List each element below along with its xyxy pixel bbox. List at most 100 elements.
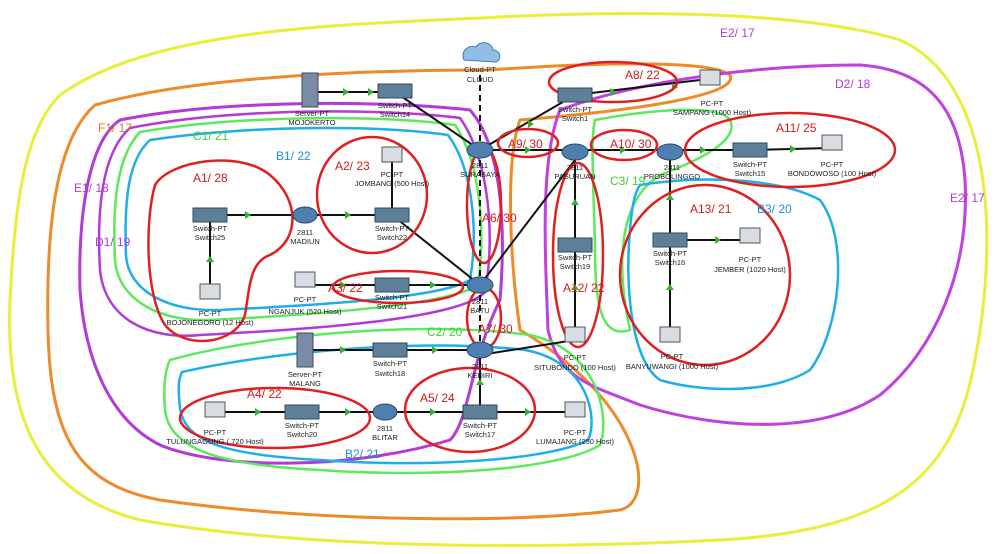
pc-nganjuk[interactable]: PC-PT NGANJUK (520 Host)	[269, 271, 342, 316]
switch-icon	[462, 404, 498, 420]
switch-icon	[652, 232, 688, 248]
zone-a1-circle	[147, 159, 294, 343]
switch-icon	[732, 142, 768, 158]
router-probolinggo[interactable]: 2811 PROBOLINGGO	[644, 143, 700, 181]
zone-a8-label: A8/ 22	[625, 68, 660, 82]
pc-tulungagung[interactable]: PC-PT TULUNGAGUNG ( 720 Host)	[166, 401, 264, 446]
switch-icon	[557, 237, 593, 253]
cloud-name-label: CLOUD	[467, 75, 494, 84]
pc-jombang-type: PC-PT	[381, 170, 404, 179]
switch19-type: Switch-PT	[558, 253, 593, 262]
pc-icon	[294, 271, 316, 288]
zone-e2-boundary	[8, 11, 989, 547]
switch15-device[interactable]: Switch-PT Switch15	[732, 142, 768, 178]
zone-a12-circle	[551, 161, 605, 349]
router-blitar-name: BLITAR	[372, 433, 398, 442]
pc-bondowoso-name: BONDOWOSO (100 Host)	[788, 169, 877, 178]
server-malang-name: MALANG	[289, 379, 321, 388]
zone-b3-boundary	[627, 178, 840, 391]
pc-icon	[204, 401, 226, 418]
pc-situbondo-name: SITUBONDO (100 Host)	[534, 363, 616, 372]
router-probolinggo-name: PROBOLINGGO	[644, 172, 700, 181]
switch1-type: Switch-PT	[558, 105, 593, 114]
switch17-name: Switch17	[465, 430, 495, 439]
router-madiun[interactable]: 2811 MADIUN	[290, 206, 320, 246]
server-icon	[296, 332, 314, 368]
zone-a9-circle	[496, 127, 560, 159]
router-pasuruan[interactable]: 2811 PASURUAN	[554, 143, 596, 181]
switch16-type: Switch-PT	[653, 249, 688, 258]
pc-icon	[199, 283, 221, 300]
switch19-device[interactable]: Switch-PT Switch19	[557, 237, 593, 271]
switch21-device[interactable]: Switch-PT Switch21	[374, 277, 410, 311]
router-probolinggo-model: 2811	[664, 163, 680, 172]
pc-banyuwangi-type: PC-PT	[661, 352, 684, 361]
pc-banyuwangi[interactable]: PC-PT BANYUWANGI (1000 Host)	[626, 326, 719, 371]
router-kediri-model: 2811	[472, 362, 488, 371]
switch15-type: Switch-PT	[733, 160, 768, 169]
pc-situbondo-type: PC-PT	[564, 353, 587, 362]
zone-b1-boundary	[124, 126, 475, 312]
zone-f1-label: F1/ 17	[98, 121, 132, 135]
pc-situbondo[interactable]: PC-PT SITUBONDO (100 Host)	[534, 326, 616, 372]
router-kediri[interactable]: 2811 KEDIRI	[466, 341, 494, 380]
router-icon	[372, 403, 398, 421]
switch22-device[interactable]: Switch-PT Switch22	[374, 207, 410, 242]
zone-e2-label-right: E2/ 17	[950, 191, 985, 205]
switch19-name: Switch19	[560, 262, 590, 271]
switch21-type: Switch-PT	[375, 293, 410, 302]
router-batu-name: BATU	[470, 306, 489, 315]
switch20-device[interactable]: Switch-PT Switch20	[284, 404, 320, 439]
pc-sampang[interactable]: PC-PT SAMPANG (1000 Host)	[673, 69, 752, 117]
router-blitar-model: 2811	[377, 424, 393, 433]
pc-jombang[interactable]: PC-PT JOMBANG (500 Host)	[355, 146, 430, 188]
zone-a10-label: A10/ 30	[610, 137, 652, 151]
zone-d2-boundary	[543, 63, 967, 426]
zone-b1-label: B1/ 22	[276, 149, 311, 163]
zone-a4-circle	[178, 386, 372, 450]
pc-icon	[699, 69, 721, 86]
switch22-name: Switch22	[377, 233, 407, 242]
switch25-device[interactable]: Switch-PT Switch25	[192, 207, 228, 242]
switch22-type: Switch-PT	[375, 224, 410, 233]
switch-icon	[377, 83, 413, 99]
pc-jember[interactable]: PC-PT JEMBER (1020 Host)	[714, 227, 786, 274]
pc-icon	[564, 326, 586, 343]
zone-c2-label: C2/ 20	[427, 325, 463, 339]
pc-bondowoso-type: PC-PT	[821, 160, 844, 169]
pc-bondowoso[interactable]: PC-PT BONDOWOSO (100 Host)	[788, 134, 877, 178]
server-mojokerto-type: Server-PT	[295, 109, 330, 118]
zone-a12-label: A12/ 22	[563, 281, 605, 295]
router-blitar[interactable]: 2811 BLITAR	[372, 403, 398, 442]
switch14-name: Switch14	[380, 110, 410, 119]
server-malang[interactable]: Server-PT MALANG	[288, 332, 323, 388]
switch18-device[interactable]: Switch-PT Switch18	[372, 342, 408, 378]
router-batu[interactable]: 2811 BATU	[466, 276, 494, 315]
pc-jember-name: JEMBER (1020 Host)	[714, 265, 786, 274]
router-batu-model: 2811	[472, 297, 488, 306]
switch17-device[interactable]: Switch-PT Switch17	[462, 404, 498, 439]
zone-c2-boundary	[162, 327, 605, 475]
router-icon	[466, 276, 494, 294]
zone-a1-label: A1/ 28	[193, 171, 228, 185]
pc-bojonegoro-type: PC-PT	[199, 309, 222, 318]
pc-jember-type: PC-PT	[739, 255, 762, 264]
pc-bojonegoro[interactable]: PC-PT BOJONEGORO (12 Host)	[167, 283, 254, 327]
switch20-type: Switch-PT	[285, 421, 320, 430]
switch14-device[interactable]: Switch-PT Switch14	[377, 83, 413, 119]
zone-a11-circle	[683, 111, 897, 189]
server-mojokerto[interactable]: Server-PT MOJOKERTO	[288, 72, 336, 127]
cloud-device[interactable]: Cloud-PT CLOUD	[462, 42, 501, 84]
pc-lumajang[interactable]: PC-PT LUMAJANG (250 Host)	[536, 401, 614, 446]
switch1-device[interactable]: Switch-PT Switch1	[557, 87, 593, 123]
router-icon	[466, 341, 494, 359]
zone-f1-boundary	[46, 62, 733, 521]
pc-icon	[739, 227, 761, 244]
switch16-device[interactable]: Switch-PT Switch16	[652, 232, 688, 267]
pc-lumajang-name: LUMAJANG (250 Host)	[536, 437, 614, 446]
pc-nganjuk-name: NGANJUK (520 Host)	[269, 307, 342, 316]
server-mojokerto-name: MOJOKERTO	[288, 118, 335, 127]
router-surabaya[interactable]: 2811 SURABAYA	[460, 141, 500, 179]
switch18-name: Switch18	[375, 369, 405, 378]
zone-a13-label: A13/ 21	[690, 202, 732, 216]
